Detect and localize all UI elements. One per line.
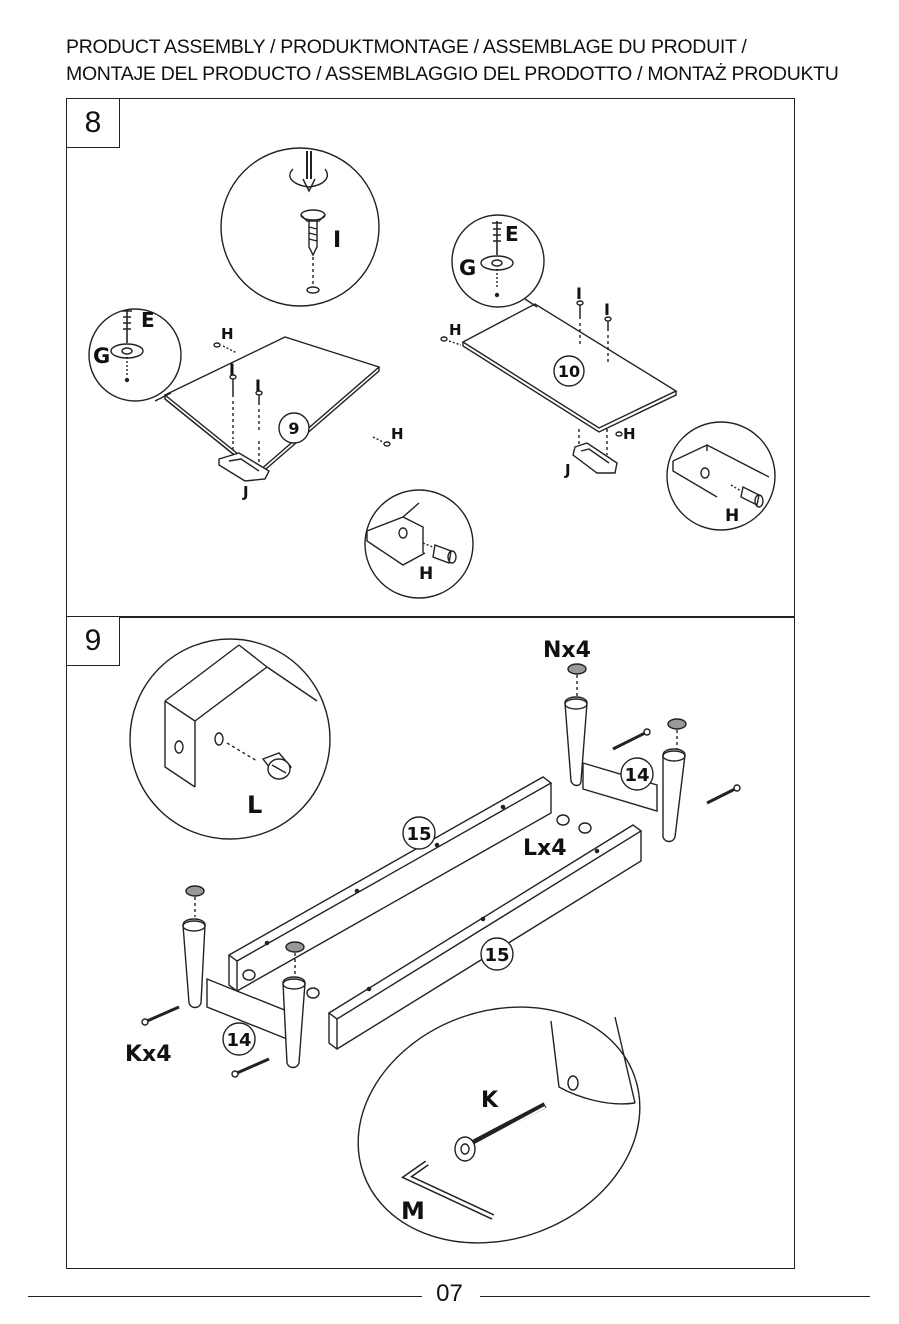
label-e-left: E <box>141 308 155 332</box>
label-h-zoom-right: H <box>725 506 739 526</box>
step-8-panel: I E G H H I I J 9 E G H H I I J 10 H H 8 <box>66 98 795 618</box>
part-number-15-back: 15 <box>406 824 431 845</box>
step-number-8: 8 <box>67 99 120 148</box>
label-k-zoom: K <box>481 1088 499 1113</box>
label-nx4: Nx4 <box>543 638 591 663</box>
label-kx4: Kx4 <box>125 1042 172 1067</box>
part-number-14-right: 14 <box>624 765 649 786</box>
label-l-zoom: L <box>247 791 262 819</box>
step-8-illustration: I E G H H I I J 9 E G H H I I J 10 H H <box>67 99 796 619</box>
label-lx4: Lx4 <box>523 836 567 861</box>
step-number-9: 9 <box>67 617 120 666</box>
label-g-right: G <box>459 256 476 280</box>
step-9-panel: L Nx4 Lx4 Kx4 15 15 14 14 K M 9 <box>66 616 795 1269</box>
label-j-left: J <box>242 483 249 501</box>
label-h-left-top: H <box>221 325 234 343</box>
label-h-left-bottom: H <box>391 425 404 443</box>
header-line-2: MONTAJE DEL PRODUCTO / ASSEMBLAGGIO DEL … <box>66 61 886 88</box>
label-h-zoom-left: H <box>419 564 433 584</box>
label-h-right-bottom: H <box>623 425 636 443</box>
label-i-left-1: I <box>229 360 235 379</box>
part-number-9: 9 <box>288 419 299 438</box>
label-e-right: E <box>505 222 519 246</box>
label-i-right-1: I <box>576 284 582 303</box>
step-9-illustration: L Nx4 Lx4 Kx4 15 15 14 14 K M <box>67 617 796 1270</box>
page-number: 07 <box>0 1280 899 1308</box>
page-number-text: 07 <box>422 1280 477 1307</box>
label-j-right: J <box>564 461 571 479</box>
label-g-left: G <box>93 344 110 368</box>
label-i-left-2: I <box>255 376 261 395</box>
label-screw-i-zoom: I <box>333 228 341 253</box>
header: PRODUCT ASSEMBLY / PRODUKTMONTAGE / ASSE… <box>66 34 886 88</box>
label-m-zoom: M <box>401 1197 425 1225</box>
label-i-right-2: I <box>604 300 610 319</box>
part-number-14-left: 14 <box>226 1030 251 1051</box>
header-line-1: PRODUCT ASSEMBLY / PRODUKTMONTAGE / ASSE… <box>66 34 886 61</box>
part-number-10: 10 <box>558 362 580 381</box>
part-number-15-front: 15 <box>484 945 509 966</box>
label-h-right-top: H <box>449 321 462 339</box>
